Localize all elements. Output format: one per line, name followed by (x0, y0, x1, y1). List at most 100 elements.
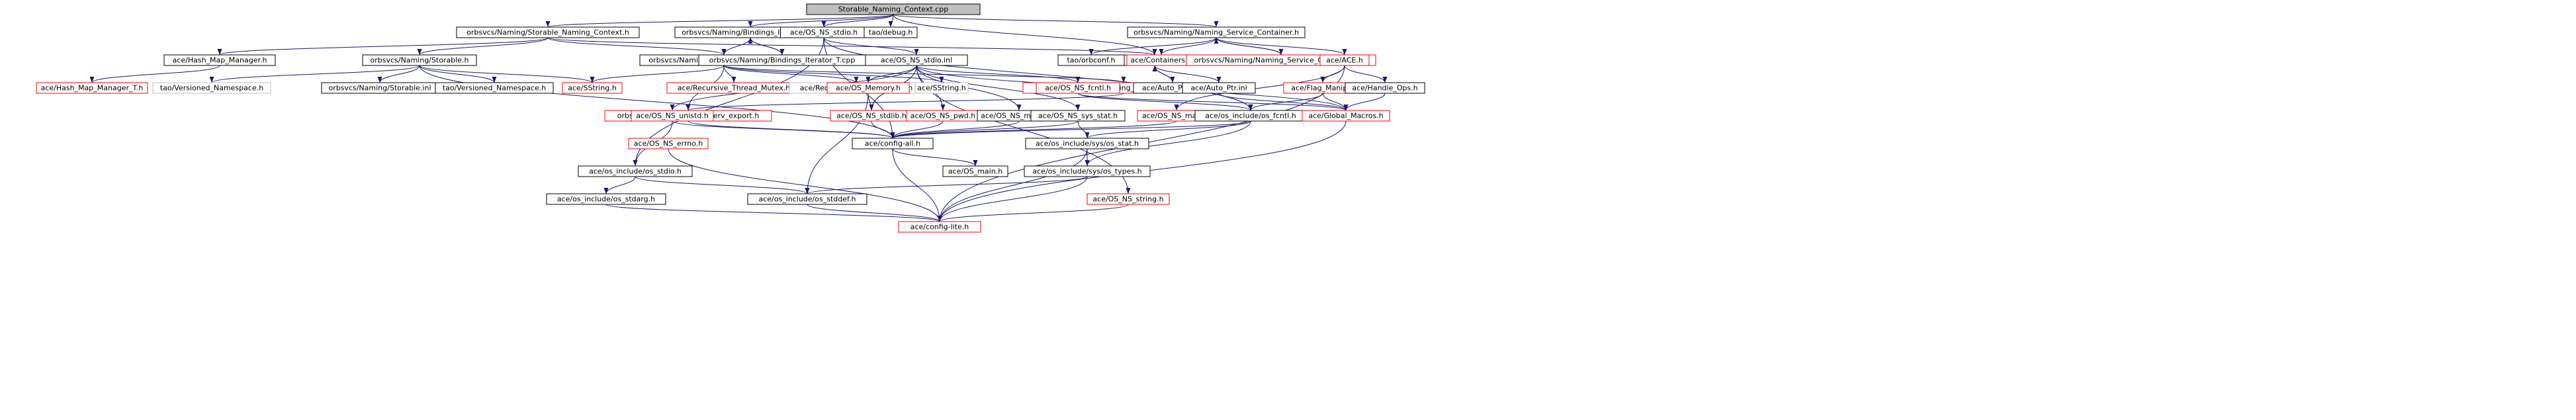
node-box-storable_h (362, 54, 477, 66)
edge-storable_h-to-sstring_h (419, 65, 595, 83)
node-os_main[interactable]: ace/OS_main.h (942, 165, 1008, 177)
node-sstring_h2[interactable]: ace/SString.h (914, 82, 969, 94)
edge-nc_interface-to-naming_serv_export (686, 93, 1124, 111)
node-box-os_memory (826, 82, 910, 94)
node-label-os_main: ace/OS_main.h (948, 167, 1002, 176)
edge-os_stddef-to-config_lite (807, 204, 942, 222)
node-label-tao_debug: tao/debug.h (869, 28, 913, 37)
node-os_ns_stdio_inl[interactable]: ace/OS_NS_stdio.inl (865, 54, 968, 66)
node-box-hash_map_mgr_t (36, 82, 148, 94)
node-os_ns_fcntl[interactable]: ace/OS_NS_fcntl.h (1036, 82, 1120, 94)
node-box-tao_versioned_ns2 (435, 82, 554, 94)
edge-naming_sc_cpp-to-naming_sc_h (1214, 37, 1282, 56)
node-label-hash_map_mgr_t: ace/Hash_Map_Manager_T.h (41, 84, 144, 93)
node-box-os_ns_unistd (631, 110, 714, 122)
edge-os_fcntl-to-sys_os_stat (1085, 120, 1251, 139)
edge-root-to-tao_debug (888, 14, 894, 28)
node-containers[interactable]: ace/Containers.h (1126, 54, 1196, 66)
node-os_ns_unistd[interactable]: ace/OS_NS_unistd.h (631, 110, 714, 122)
edge-os_ns_stdio_inl-to-os_ns_sys_stat (916, 65, 1081, 111)
node-box-os_main (942, 165, 1008, 177)
node-hash_map_mgr[interactable]: ace/Hash_Map_Manager.h (163, 54, 276, 66)
node-sys_os_stat[interactable]: ace/os_include/sys/os_stat.h (1025, 138, 1149, 149)
node-os_ns_pwd[interactable]: ace/OS_NS_pwd.h (906, 110, 980, 122)
node-tao_orbconf[interactable]: tao/orbconf.h (1057, 54, 1125, 66)
node-os_ns_errno[interactable]: ace/OS_NS_errno.h (628, 138, 709, 149)
edge-os_ns_string-to-config_lite (937, 204, 1129, 222)
node-label-os_ns_stdio_h: ace/OS_NS_stdio.h (790, 28, 858, 37)
node-os_ns_stdlib[interactable]: ace/OS_NS_stdlib.h (830, 110, 913, 122)
node-box-tao_versioned_ns (152, 82, 271, 94)
edge-hash_nc-to-sstring_h2 (723, 65, 944, 83)
node-box-global_macros (1302, 110, 1390, 122)
node-os_ns_stdio_h[interactable]: ace/OS_NS_stdio.h (780, 26, 867, 38)
node-handle_ops[interactable]: ace/Handle_Ops.h (1345, 82, 1425, 94)
node-box-sys_os_types (1024, 165, 1151, 177)
node-os_fcntl[interactable]: ace/os_include/os_fcntl.h (1194, 110, 1307, 122)
edge-storable_nc_h-to-auto_ptr_h (547, 37, 1157, 56)
node-storable_inl[interactable]: orbsvcs/Naming/Storable.inl (321, 82, 439, 94)
edge-naming_sc_h-to-ace_h (1216, 37, 1347, 56)
node-os_stddef[interactable]: ace/os_include/os_stddef.h (747, 193, 867, 205)
edge-flag_manip-to-os_fcntl (1248, 93, 1323, 111)
node-label-sstring_h: ace/SString.h (568, 84, 617, 93)
edge-os_stdio-to-os_stddef (635, 176, 810, 194)
edge-os_ns_stdio_inl-to-os_ns_fcntl (916, 65, 1081, 83)
node-box-os_ns_stdio_inl (865, 54, 968, 66)
node-label-os_stddef: ace/os_include/os_stddef.h (758, 195, 856, 204)
edge-naming_sc_h-to-tao_orbconf (1088, 37, 1217, 56)
node-box-storable_nc_h (456, 26, 640, 38)
node-ace_h[interactable]: ace/ACE.h (1319, 54, 1370, 66)
node-naming_sc_h[interactable]: orbsvcs/Naming/Naming_Service_Container.… (1127, 26, 1306, 38)
node-global_macros[interactable]: ace/Global_Macros.h (1302, 110, 1390, 122)
node-label-tao_orbconf: tao/orbconf.h (1067, 56, 1115, 65)
node-label-tao_versioned_ns2: tao/Versioned_Namespace.h (443, 84, 546, 93)
node-label-auto_ptr_inl: ace/Auto_Ptr.inl (1190, 84, 1247, 93)
edge-ace_h-to-flag_manip (1320, 65, 1345, 83)
edge-hash_nc-to-rec_mutex_h (723, 65, 736, 83)
node-storable_nc_h[interactable]: orbsvcs/Naming/Storable_Naming_Context.h (456, 26, 640, 38)
node-tao_debug[interactable]: tao/debug.h (864, 26, 918, 38)
node-label-os_ns_sys_stat: ace/OS_NS_sys_stat.h (1038, 112, 1118, 120)
node-box-ace_h (1319, 54, 1370, 66)
node-label-sstring_h2: ace/SString.h (917, 84, 966, 93)
node-label-os_ns_unistd: ace/OS_NS_unistd.h (636, 112, 709, 120)
node-auto_ptr_inl[interactable]: ace/Auto_Ptr.inl (1182, 82, 1256, 94)
node-label-os_ns_stdlib: ace/OS_NS_stdlib.h (836, 112, 907, 120)
edge-os_stdarg-to-config_lite (605, 204, 942, 222)
node-sys_os_types[interactable]: ace/os_include/sys/os_types.h (1024, 165, 1151, 177)
node-box-config_all (852, 138, 934, 149)
edge-hash_nc-to-nc_interface (723, 65, 1126, 83)
edge-bindings_iter_h-to-hash_nc (721, 37, 751, 56)
edge-hash_nc-to-sstring_h (590, 65, 725, 83)
edge-os_memory-to-os_stddef (805, 93, 869, 194)
edge-os_ns_math-to-config_all (890, 120, 1177, 139)
edge-handle_ops-to-global_macros (1343, 93, 1386, 111)
node-label-bindings_iter_cpp: orbsvcs/Naming/Bindings_Iterator_T.cpp (709, 56, 856, 65)
node-label-containers: ace/Containers.h (1130, 56, 1192, 65)
node-os_ns_string[interactable]: ace/OS_NS_string.h (1087, 193, 1170, 205)
edge-config_all-to-os_main (892, 148, 978, 167)
edge-os_fcntl-to-sys_os_types (1085, 120, 1251, 167)
edge-os_ns_errno-to-config_lite (668, 148, 942, 222)
node-os_memory[interactable]: ace/OS_Memory.h (826, 82, 910, 94)
node-config_all[interactable]: ace/config-all.h (852, 138, 934, 149)
edge-sys_os_types-to-config_lite (937, 176, 1088, 222)
node-flag_manip[interactable]: ace/Flag_Manip.h (1283, 82, 1362, 94)
node-sstring_h[interactable]: ace/SString.h (562, 82, 623, 94)
node-tao_versioned_ns2[interactable]: tao/Versioned_Namespace.h (435, 82, 554, 94)
node-label-handle_ops: ace/Handle_Ops.h (1352, 84, 1417, 93)
node-tao_versioned_ns[interactable]: tao/Versioned_Namespace.h (152, 82, 271, 94)
node-os_ns_sys_stat[interactable]: ace/OS_NS_sys_stat.h (1030, 110, 1126, 122)
node-rec_mutex_h[interactable]: ace/Recursive_Thread_Mutex.h (666, 82, 801, 94)
node-config_lite[interactable]: ace/config-lite.h (898, 221, 981, 233)
node-storable_h[interactable]: orbsvcs/Naming/Storable.h (362, 54, 477, 66)
node-label-sys_os_stat: ace/os_include/sys/os_stat.h (1036, 140, 1139, 148)
node-hash_map_mgr_t[interactable]: ace/Hash_Map_Manager_T.h (36, 82, 148, 94)
node-os_stdarg[interactable]: ace/os_include/os_stdarg.h (546, 193, 666, 205)
node-bindings_iter_cpp[interactable]: orbsvcs/Naming/Bindings_Iterator_T.cpp (698, 54, 866, 66)
node-os_stdio[interactable]: ace/os_include/os_stdio.h (578, 165, 693, 177)
node-label-naming_sc_h: orbsvcs/Naming/Naming_Service_Container.… (1133, 28, 1299, 37)
edge-auto_ptr_inl-to-global_macros (1218, 93, 1349, 111)
edge-os_fcntl-to-config_all (890, 120, 1251, 139)
